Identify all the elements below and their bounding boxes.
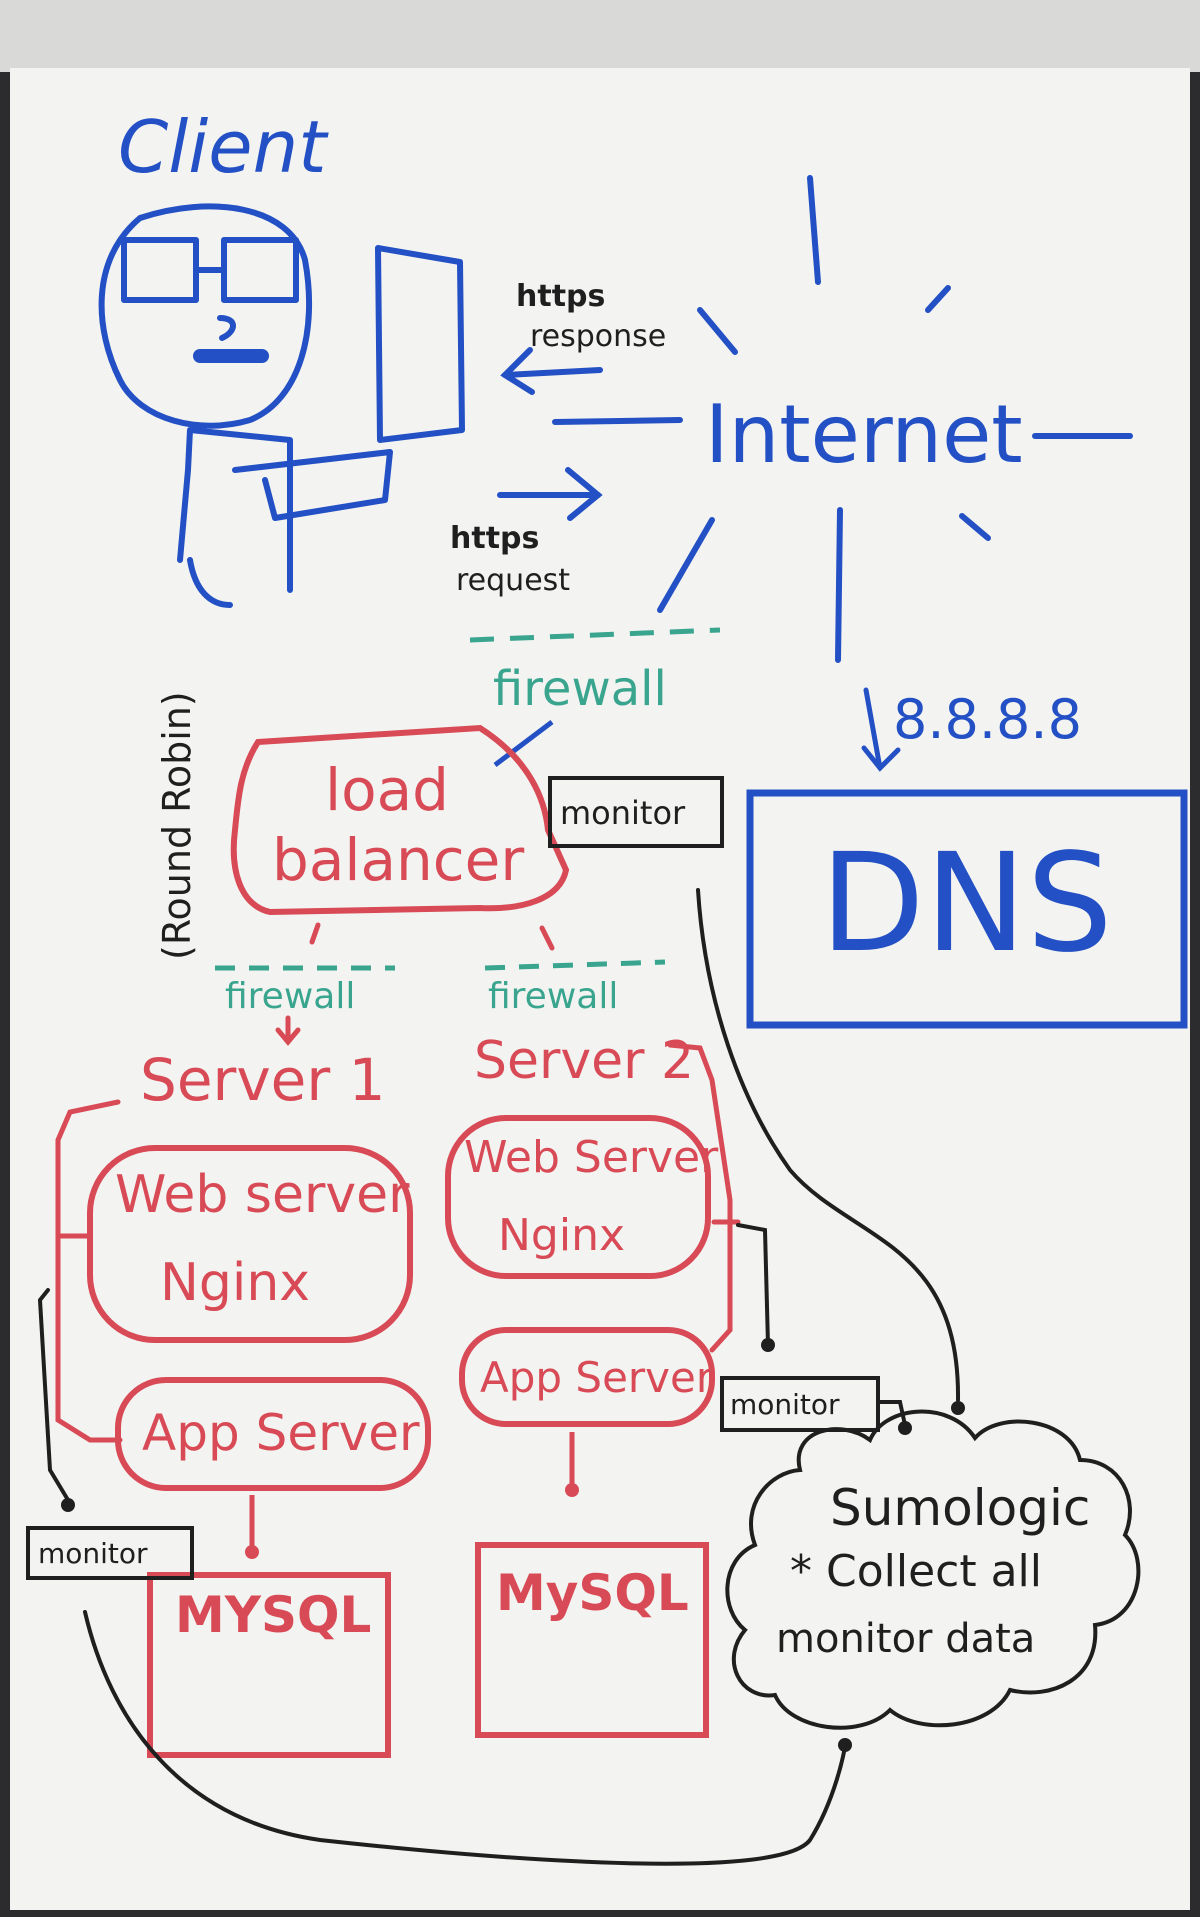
server1-bracket (55, 1099, 123, 1443)
client-arm (232, 449, 393, 521)
firewall-right-label: firewall (488, 976, 618, 1017)
monitor-box-server1 (26, 1526, 194, 1580)
dns-arrow (861, 687, 901, 772)
https-response-arrow (500, 347, 603, 395)
lb-monitor-to-sumologic (696, 888, 961, 1402)
server1-db-label: MYSQL (175, 1586, 371, 1644)
sumologic-line-2: monitor data (776, 1616, 1035, 1662)
client-label: Client (118, 105, 329, 189)
monitor-label-server1: monitor (38, 1537, 148, 1570)
dns-label: DNS (820, 825, 1113, 983)
server1-to-monitor (37, 1288, 70, 1502)
dns-box (746, 789, 1188, 1029)
server2-app-box (459, 1327, 715, 1427)
server2-to-monitor (736, 1223, 770, 1347)
lb-to-servers-connectors (275, 922, 555, 1046)
load-balancer-label-1: load (325, 756, 449, 824)
dns-ip-label: 8.8.8.8 (893, 688, 1082, 751)
whiteboard-surface (10, 68, 1190, 1910)
server2-web-label-1: Web Server (464, 1132, 719, 1183)
round-robin-note: (Round Robin) (155, 691, 199, 960)
server1-db-box (147, 1572, 391, 1758)
https-request-label-1: https (450, 521, 539, 556)
monitor-label-server2: monitor (730, 1388, 840, 1421)
client-nose (217, 315, 236, 341)
firewall-left-label: firewall (225, 976, 355, 1017)
monitor-label-lb: monitor (560, 794, 686, 832)
sumologic-left-dot (898, 1421, 912, 1435)
monitor-connection-lines (37, 888, 961, 1866)
internet-rays (552, 175, 1133, 663)
firewall-top-line (469, 627, 721, 643)
server2-app-db-dot (565, 1483, 579, 1497)
https-response-label-2: response (530, 319, 666, 354)
sumologic-bottom-dot (838, 1738, 852, 1752)
server1-title: Server 1 (140, 1046, 386, 1114)
firewall-top-connector (493, 720, 554, 767)
server1-web-box (87, 1145, 413, 1343)
load-balancer-box (230, 724, 570, 916)
monitor-box-lb (548, 776, 724, 848)
server2-app-label: App Server (480, 1353, 714, 1402)
monitor2-to-sumologic (876, 1400, 907, 1427)
server1-app-box (115, 1377, 431, 1491)
server2-web-label-2: Nginx (498, 1210, 625, 1261)
https-request-label-2: request (456, 563, 570, 598)
server1-monitor-dot (61, 1498, 75, 1512)
server2-monitor-dot (761, 1338, 775, 1352)
server2-db-label: MySQL (496, 1564, 689, 1622)
server1-app-db-dot (245, 1545, 259, 1559)
server2-web-box (445, 1115, 711, 1279)
monitor1-to-sumologic (83, 1610, 847, 1866)
sumologic-top-dot (951, 1401, 965, 1415)
sumologic-cloud (725, 1409, 1141, 1730)
load-balancer-label-2: balancer (272, 826, 524, 894)
server1-app-label: App Server (142, 1404, 420, 1462)
firewall-right-line (484, 959, 666, 971)
firewall-top-label: firewall (493, 661, 667, 717)
sumologic-line-1: * Collect all (790, 1546, 1042, 1597)
server2-db-box (475, 1542, 709, 1738)
server2-bracket (667, 1042, 741, 1353)
https-response-label-1: https (516, 279, 605, 314)
server1-web-label-2: Nginx (160, 1253, 310, 1313)
sumologic-title: Sumologic (830, 1479, 1090, 1537)
server2-title: Server 2 (474, 1031, 694, 1091)
client-figure (98, 203, 465, 608)
internet-label: Internet (705, 388, 1023, 481)
client-laptop (375, 245, 465, 443)
whiteboard-tray (0, 0, 1200, 72)
client-head (98, 203, 313, 429)
https-request-arrow (497, 467, 603, 521)
server1-web-label-1: Web server (115, 1165, 410, 1225)
